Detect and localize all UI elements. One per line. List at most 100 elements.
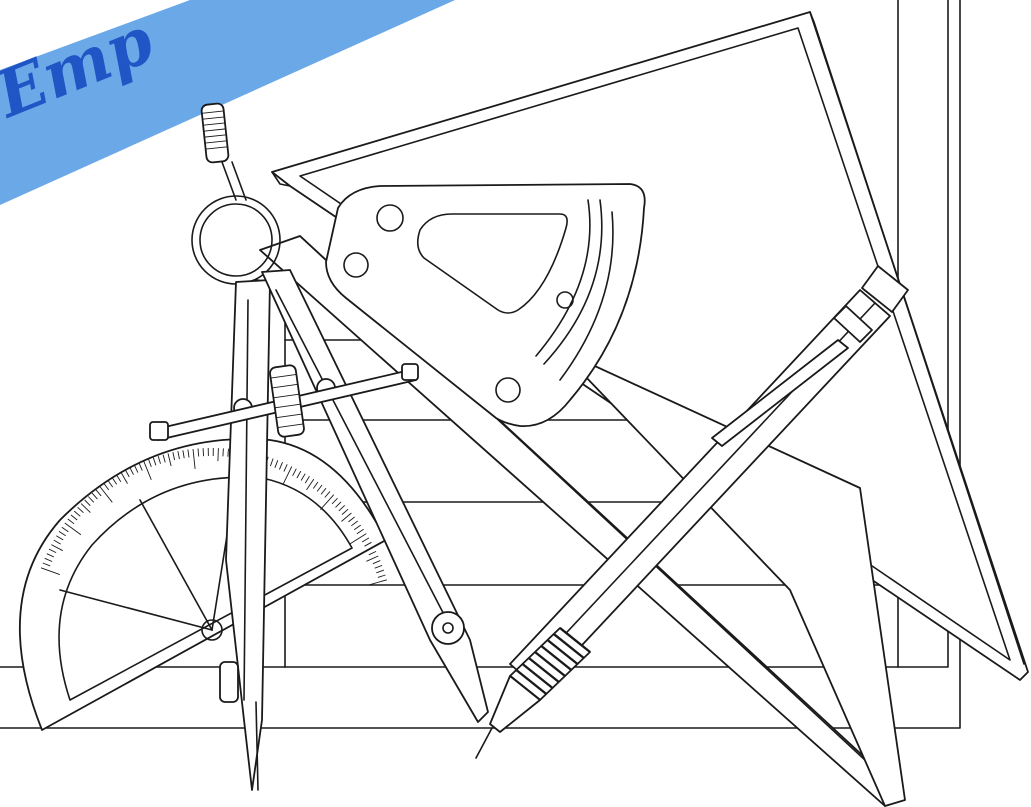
protractor-scale [40,447,388,586]
protractor-tick [111,477,118,485]
protractor-tick [148,459,152,468]
pencil-grip-ridges [509,627,591,701]
protractor-tick [143,461,152,480]
protractor-tick [349,533,367,545]
protractor-tick [368,550,377,556]
protractor-tick [73,510,81,517]
protractor-tick [366,555,379,562]
protractor-tick [338,505,346,512]
protractor-tick [64,522,82,536]
protractor-tick [351,520,358,527]
protractor-tick [99,486,113,503]
protractor-tick [51,544,64,552]
adjustable-triangle-body [325,183,646,427]
pencil-tip [489,675,541,733]
protractor-tick [44,557,53,562]
protractor-tick [341,508,349,515]
compass-screw-wheel [269,364,305,438]
protractor-tick [77,506,84,514]
protractor-tick [377,574,386,578]
triangle-pivot [556,291,574,309]
pencil-grip-ridge [559,627,591,653]
protractor-tick [331,497,338,505]
protractor-tick [274,460,279,468]
protractor-tick [306,478,315,491]
protractor-tick [53,539,61,545]
protractor-tick [372,560,381,565]
protractor-tick [40,567,60,576]
compass-needle [255,701,259,791]
protractor-tick [348,516,355,523]
banner-ribbon [0,0,455,205]
protractor-tick [162,454,166,463]
protractor-tick [67,518,75,525]
protractor-tick [120,472,128,484]
protractor-tick [84,499,91,507]
protractor-tick [192,448,196,469]
pencil-grip-ridge [521,663,554,689]
protractor-tick [95,489,102,497]
pencil-grip-ridge [553,633,585,659]
protractor-tick [187,449,190,458]
protractor-tick [356,528,364,535]
protractor-tick [177,451,180,460]
protractor-tick [269,458,274,467]
pencil-grip-ridge [515,669,548,695]
protractor-tick [312,481,319,489]
protractor-tick [152,457,157,466]
protractor-tick [129,467,134,475]
protractor-tick [282,466,293,485]
pencil-grip-ridge [540,645,573,671]
pencil-lead [475,727,493,759]
protractor-tick [116,474,122,483]
protractor-tick [278,462,283,470]
protractor-tick [61,526,69,533]
protractor-tick [316,484,323,492]
protractor-tick [353,524,361,531]
protractor-tick [292,468,297,477]
protractor-tick [296,470,302,479]
protractor-body [18,438,387,731]
protractor-tick [217,448,219,462]
protractor-tick [366,546,375,551]
pencil-cap [861,265,909,313]
protractor-tick [125,469,130,478]
protractor-tick [376,569,385,574]
protractor-tick [46,553,55,558]
protractor-tick [341,512,352,522]
protractor-tick [335,501,342,508]
protractor-tick [367,579,388,586]
protractor-tick [138,463,143,471]
protractor-tick [56,535,64,541]
protractor-tick [103,483,110,491]
protractor-tick [361,537,370,543]
protractor-tick [222,448,224,457]
protractor-center [201,619,223,641]
compass-handle-grip [201,110,228,150]
protractor-tick [157,455,161,464]
protractor-tick [107,480,114,488]
mechanical-pencil [475,265,909,759]
protractor-tick [91,492,98,500]
protractor-tick [58,531,66,537]
pencil-grip-ridge [546,639,579,665]
protractor-tick [167,453,172,467]
protractor-tick [42,562,51,567]
compass [149,102,489,791]
protractor-tick [182,450,185,459]
protractor-tick [320,494,335,510]
adjustable-triangle [325,183,646,427]
banner: Emp [0,0,455,205]
triangle-hole-3 [495,377,521,403]
protractor-tick [134,465,139,473]
protractor-tick [320,487,327,495]
protractor-tick [374,564,383,569]
protractor-tick [172,452,176,461]
protractor-tick [324,491,331,498]
protractor-tick [304,476,310,484]
protractor-tick [70,514,78,521]
protractor-tick [364,541,372,547]
protractor-tick [300,473,306,481]
